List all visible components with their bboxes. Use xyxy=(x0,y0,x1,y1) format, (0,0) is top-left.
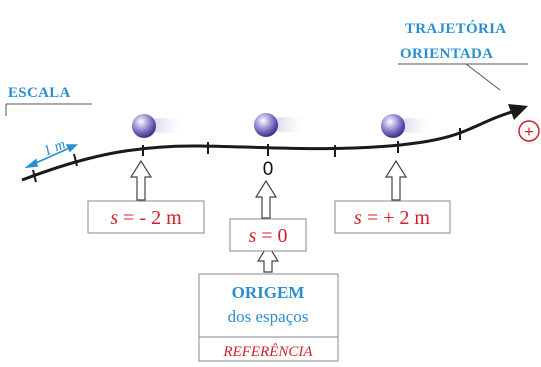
arrow-left xyxy=(129,159,153,201)
scale-unit-label: 1 m xyxy=(41,136,68,159)
arrow-center xyxy=(254,179,278,219)
trajectory-label-line2: ORIENTADA xyxy=(400,46,493,62)
position-value: = - 2 m xyxy=(118,207,182,229)
scale-dimension xyxy=(24,144,78,169)
arrow-origin xyxy=(256,243,280,273)
plus-sign: + xyxy=(524,122,534,141)
ball-left xyxy=(132,114,186,138)
origin-box: ORIGEM dos espaços REFERÊNCIA xyxy=(198,273,339,362)
ball-center xyxy=(254,113,308,137)
origin-title: ORIGEM xyxy=(232,283,305,302)
position-value: = + 2 m xyxy=(362,207,431,229)
svg-text:s = 0: s = 0 xyxy=(248,225,287,247)
trajectory-label-line1: TRAJETÓRIA xyxy=(405,20,506,37)
scale-label: ESCALA xyxy=(8,85,71,101)
arrow-right xyxy=(384,159,408,201)
position-box-plus-2: s = + 2 m xyxy=(334,200,451,234)
position-variable: s xyxy=(110,207,118,229)
scale-callout-line xyxy=(5,103,92,116)
svg-text:s = + 2 m: s = + 2 m xyxy=(354,207,430,229)
trajectory-callout-line xyxy=(398,63,528,91)
position-variable: s xyxy=(354,207,362,229)
zero-label: 0 xyxy=(263,159,274,180)
origin-subtitle: dos espaços xyxy=(228,307,309,326)
trajectory-arrowhead xyxy=(508,104,528,120)
origin-footer: REFERÊNCIA xyxy=(222,343,313,360)
position-value: = 0 xyxy=(256,225,287,247)
positive-direction-circle xyxy=(518,120,540,142)
ball-right xyxy=(381,114,434,138)
position-box-minus-2: s = - 2 m xyxy=(87,200,205,234)
position-box-zero: s = 0 xyxy=(229,218,307,252)
tick-marks xyxy=(32,128,461,183)
position-variable: s xyxy=(248,225,256,247)
svg-text:s = - 2 m: s = - 2 m xyxy=(110,207,182,229)
